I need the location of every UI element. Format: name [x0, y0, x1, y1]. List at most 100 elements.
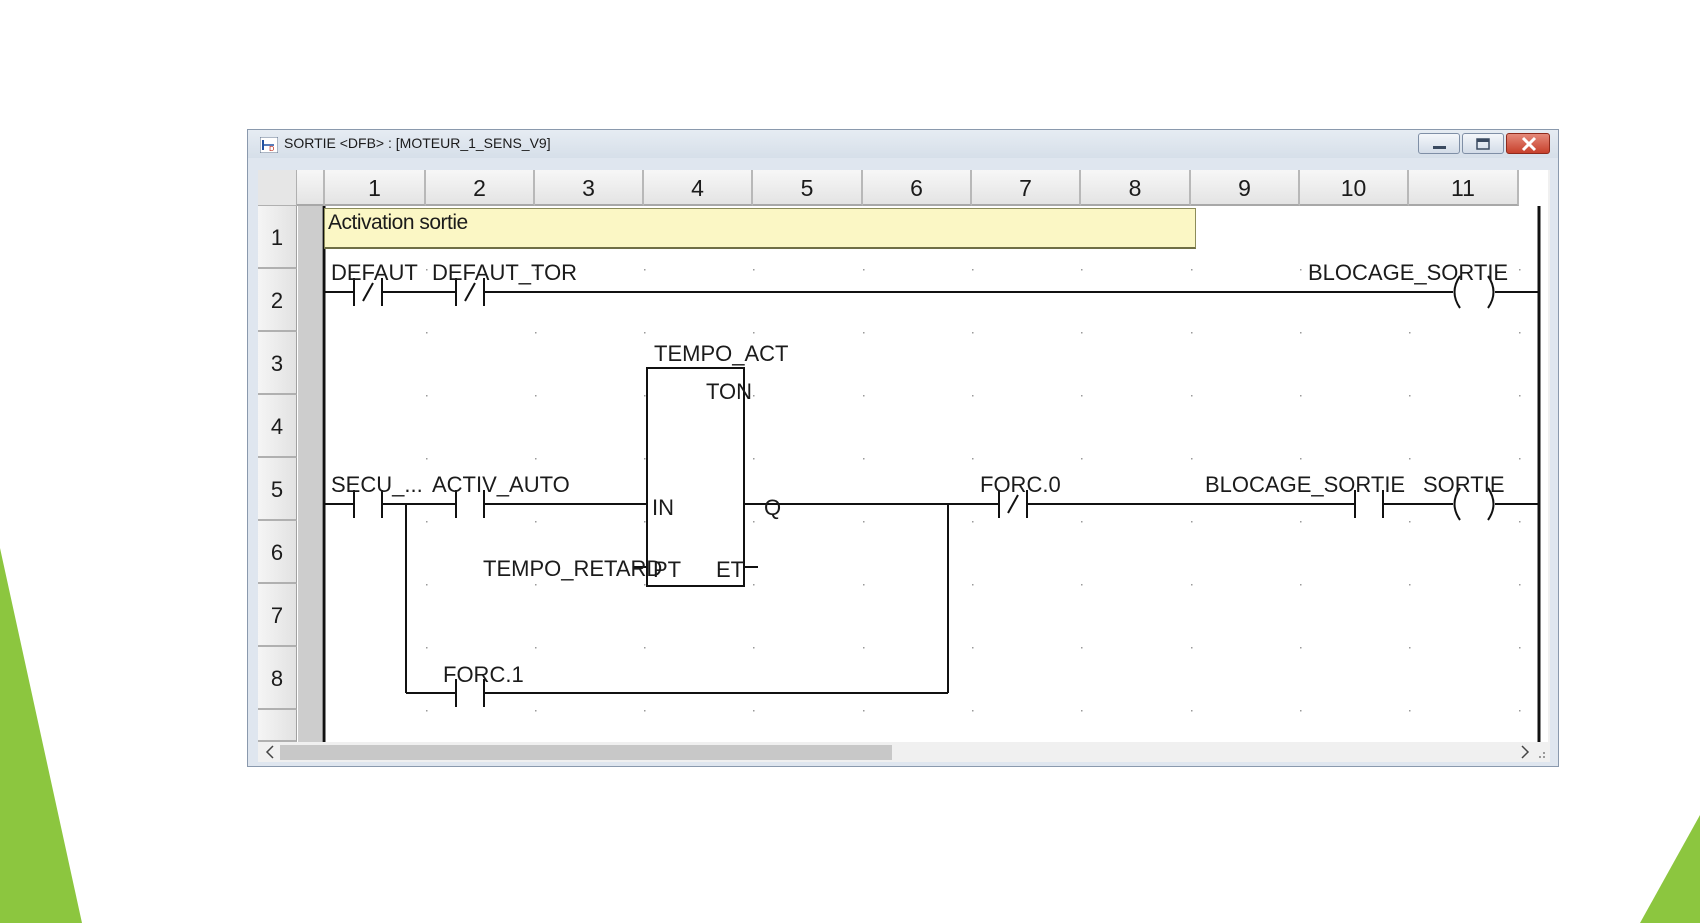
contact-activ-auto[interactable]: [455, 490, 485, 518]
close-button[interactable]: [1506, 133, 1550, 154]
grid-dot: [535, 521, 537, 523]
grid-dot: [1191, 521, 1193, 523]
grid-dot: [1081, 395, 1083, 397]
grid-dot: [426, 395, 428, 397]
grid-dot: [972, 584, 974, 586]
column-header-11[interactable]: 11: [1409, 170, 1519, 206]
svg-text:D: D: [269, 145, 274, 153]
restore-icon: [1476, 138, 1490, 150]
grid-dot: [753, 458, 755, 460]
grid-dot: [426, 647, 428, 649]
grid-dot: [1519, 647, 1521, 649]
grid-dot: [1191, 458, 1193, 460]
row-header-3[interactable]: 3: [258, 332, 297, 395]
grid-dot: [753, 521, 755, 523]
rung-2-wires: [324, 503, 1539, 694]
grid-dot: [426, 710, 428, 712]
contact-blocage-sortie[interactable]: [1354, 490, 1384, 518]
column-header-7[interactable]: 7: [972, 170, 1081, 206]
label-tempo-retard: TEMPO_RETARD: [483, 556, 663, 581]
grid-dot: [1081, 458, 1083, 460]
contact-nc-defaut[interactable]: [353, 278, 383, 306]
row-header-8[interactable]: 8: [258, 647, 297, 710]
column-header-5[interactable]: 5: [753, 170, 863, 206]
grid-dot: [426, 332, 428, 334]
scroll-right-icon[interactable]: [1521, 745, 1530, 759]
grid-dot: [1300, 647, 1302, 649]
row-header-7[interactable]: 7: [258, 584, 297, 647]
contact-nc-forc-0[interactable]: [998, 490, 1028, 518]
rung-comment[interactable]: Activation sortie: [324, 208, 1196, 249]
column-header-6[interactable]: 6: [863, 170, 972, 206]
grid-dot: [753, 269, 755, 271]
row-header-2[interactable]: 2: [258, 269, 297, 332]
green-shape-right: [1640, 815, 1700, 923]
column-header-8[interactable]: 8: [1081, 170, 1191, 206]
ladder-diagram[interactable]: [258, 170, 1550, 742]
horizontal-scroll-thumb[interactable]: [280, 745, 892, 760]
vertical-scrollbar[interactable]: [1548, 170, 1550, 742]
grid-dot: [1191, 647, 1193, 649]
grid-dot: [972, 395, 974, 397]
grid-dot: [753, 332, 755, 334]
ton-function-block[interactable]: [646, 367, 745, 587]
label-pin-pt: PT: [653, 557, 682, 582]
grid-dot: [535, 332, 537, 334]
resize-grip-icon[interactable]: [1539, 752, 1545, 758]
grid-dot: [1300, 332, 1302, 334]
minimize-button[interactable]: [1418, 133, 1460, 154]
row-header-6[interactable]: 6: [258, 521, 297, 584]
grid-dot: [753, 710, 755, 712]
grid-dot: [1300, 395, 1302, 397]
grid-dot: [1081, 521, 1083, 523]
horizontal-scrollbar[interactable]: [258, 742, 1550, 762]
scroll-left-icon[interactable]: [265, 745, 274, 759]
column-header-blank: [297, 170, 325, 206]
label-forc-1: FORC.1: [443, 662, 524, 687]
contact-nc-defaut-tor[interactable]: [455, 278, 485, 306]
grid-dot: [644, 332, 646, 334]
label-tempo-act: TEMPO_ACT: [654, 341, 789, 366]
label-ton: TON: [706, 379, 753, 404]
contact-secu[interactable]: [353, 490, 383, 518]
grid-dot: [1191, 395, 1193, 397]
grid-dot: [1519, 332, 1521, 334]
column-header-1[interactable]: 1: [325, 170, 426, 206]
grid-dot: [863, 647, 865, 649]
grid-dot: [1191, 584, 1193, 586]
grid-dot: [1300, 710, 1302, 712]
window-titlebar[interactable]: D SORTIE <DFB> : [MOTEUR_1_SENS_V9]: [248, 130, 1558, 158]
row-header-4[interactable]: 4: [258, 395, 297, 458]
minimize-icon: [1433, 146, 1446, 149]
column-header-4[interactable]: 4: [644, 170, 753, 206]
row-header-5[interactable]: 5: [258, 458, 297, 521]
grid-dot: [753, 647, 755, 649]
grid-dot: [1081, 710, 1083, 712]
row-header-9[interactable]: [258, 710, 297, 742]
contact-forc-1[interactable]: [455, 679, 485, 707]
coil-blocage-sortie[interactable]: [1453, 275, 1495, 309]
grid-dot: [644, 521, 646, 523]
grid-dot: [1519, 395, 1521, 397]
label-sortie-coil: SORTIE: [1423, 472, 1505, 497]
column-header-9[interactable]: 9: [1191, 170, 1300, 206]
grid-dot: [972, 269, 974, 271]
grid-dot: [1409, 269, 1411, 271]
coil-sortie[interactable]: [1453, 487, 1495, 521]
grid-dot: [644, 458, 646, 460]
row-header-1[interactable]: 1: [258, 206, 297, 269]
grid-dot: [972, 332, 974, 334]
grid-dot: [863, 395, 865, 397]
label-defaut: DEFAUT: [331, 260, 418, 285]
ladder-editor-area[interactable]: 1 2 3 4 5 6 7 8 9 10 11 1 2 3 4 5 6 7 8: [258, 170, 1550, 742]
label-activ-auto: ACTIV_AUTO: [432, 472, 570, 497]
grid-dot: [863, 458, 865, 460]
column-header-10[interactable]: 10: [1300, 170, 1409, 206]
maximize-button[interactable]: [1462, 133, 1504, 154]
label-pin-in: IN: [652, 495, 674, 520]
column-header-2[interactable]: 2: [426, 170, 535, 206]
column-header-3[interactable]: 3: [535, 170, 644, 206]
grid-dot: [972, 647, 974, 649]
grid-dot: [863, 710, 865, 712]
grid-dots: [426, 269, 1521, 712]
